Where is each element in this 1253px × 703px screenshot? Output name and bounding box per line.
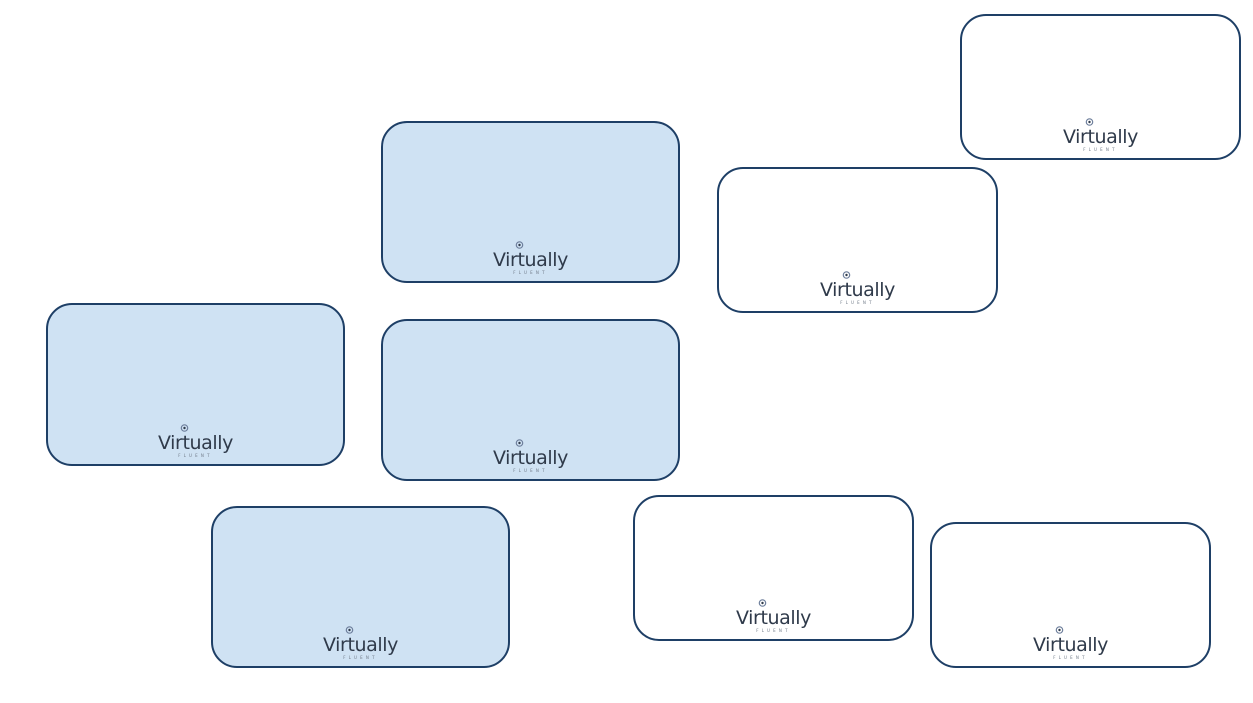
logo-tagline: FLUENT [178,453,213,458]
logo-tagline: FLUENT [343,655,378,660]
virtually-fluent-logo: Virtually FLUENT [735,599,812,633]
logo-wordmark: Virtually [819,279,896,301]
card-white-upper-right[interactable]: Virtually FLUENT [717,167,998,313]
card-blue-top-center[interactable]: Virtually FLUENT [381,121,680,283]
virtually-fluent-logo: Virtually FLUENT [492,439,569,473]
virtually-fluent-logo: Virtually FLUENT [322,626,399,660]
sparkle-icon [1055,626,1063,634]
card-white-bottom-center[interactable]: Virtually FLUENT [633,495,914,641]
logo-wordmark: Virtually [1032,634,1109,656]
logo-tagline: FLUENT [756,628,791,633]
logo-tagline: FLUENT [840,300,875,305]
virtually-fluent-logo: Virtually FLUENT [1062,118,1139,152]
virtually-fluent-logo: Virtually FLUENT [157,424,234,458]
virtually-fluent-logo: Virtually FLUENT [1032,626,1109,660]
logo-tagline: FLUENT [1053,655,1088,660]
sparkle-icon [345,626,353,634]
logo-wordmark: Virtually [1062,126,1139,148]
sparkle-icon [758,599,766,607]
sparkle-icon [515,241,523,249]
card-blue-left[interactable]: Virtually FLUENT [46,303,345,466]
logo-tagline: FLUENT [513,468,548,473]
logo-wordmark: Virtually [492,447,569,469]
card-blue-center[interactable]: Virtually FLUENT [381,319,680,481]
card-white-bottom-right[interactable]: Virtually FLUENT [930,522,1211,668]
logo-wordmark: Virtually [492,249,569,271]
logo-wordmark: Virtually [157,432,234,454]
sparkle-icon [842,271,850,279]
sparkle-icon [180,424,188,432]
card-blue-bottom-left[interactable]: Virtually FLUENT [211,506,510,668]
logo-tagline: FLUENT [513,270,548,275]
sparkle-icon [515,439,523,447]
logo-wordmark: Virtually [322,634,399,656]
card-white-top-right[interactable]: Virtually FLUENT [960,14,1241,160]
logo-wordmark: Virtually [735,607,812,629]
sparkle-icon [1085,118,1093,126]
logo-tagline: FLUENT [1083,147,1118,152]
virtually-fluent-logo: Virtually FLUENT [819,271,896,305]
virtually-fluent-logo: Virtually FLUENT [492,241,569,275]
